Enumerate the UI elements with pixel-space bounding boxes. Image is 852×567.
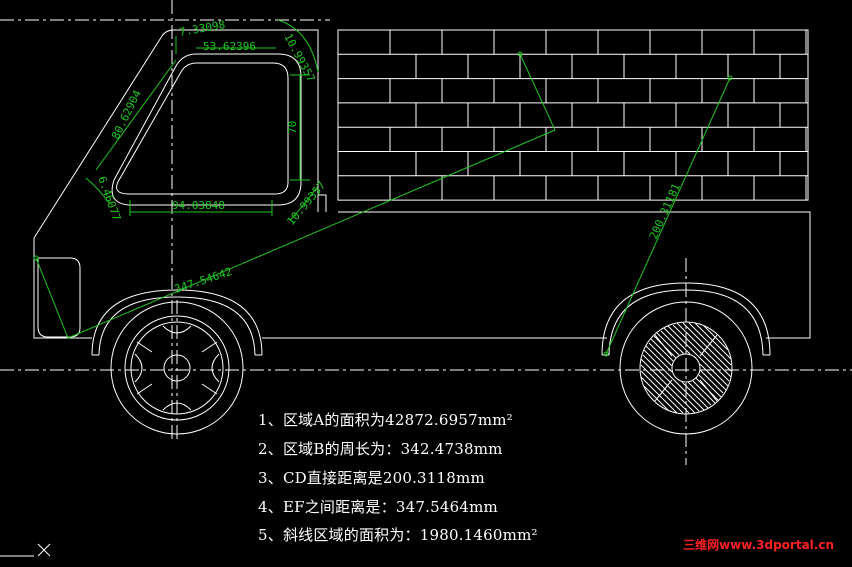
ucs-icon [0,543,51,557]
dim-window-top-width: 53.62396 [203,40,256,53]
center-lines [0,0,852,465]
dim-distance-cd: 200.31181 [647,181,683,241]
result-hatched-area: 5、斜线区域的面积为：1980.1460mm² [258,526,538,544]
dim-window-bottom-width: 94.03848 [172,199,225,212]
dim-distance-ef: 347.54642 [173,265,234,296]
dim-window-height: 70 [286,121,299,134]
brick-cargo-box [337,29,809,201]
dim-bottom-right-radius: 10.99357 [284,179,328,228]
dimension-labels: 7.33098 53.62396 10.99357 70 80.62904 6.… [95,18,683,296]
dim-bottom-left-radius: 6.46077 [95,175,123,223]
site-watermark: 三维网www.3dportal.cn [683,538,834,552]
front-wheel [110,301,244,435]
result-area-a: 1、区域A的面积为42872.6957mm² [258,411,513,429]
result-perimeter-b: 2、区域B的周长为：342.4738mm [258,440,503,458]
dim-slanted-edge: 80.62904 [109,88,144,142]
dimension-lines [33,19,733,357]
result-distance-cd: 3、CD直接距离是200.3118mm [258,469,485,487]
rear-wheel [619,301,753,435]
result-distance-ef: 4、EF之间距离是：347.5464mm [258,498,498,516]
dim-cab-top-short: 7.33098 [178,18,226,39]
